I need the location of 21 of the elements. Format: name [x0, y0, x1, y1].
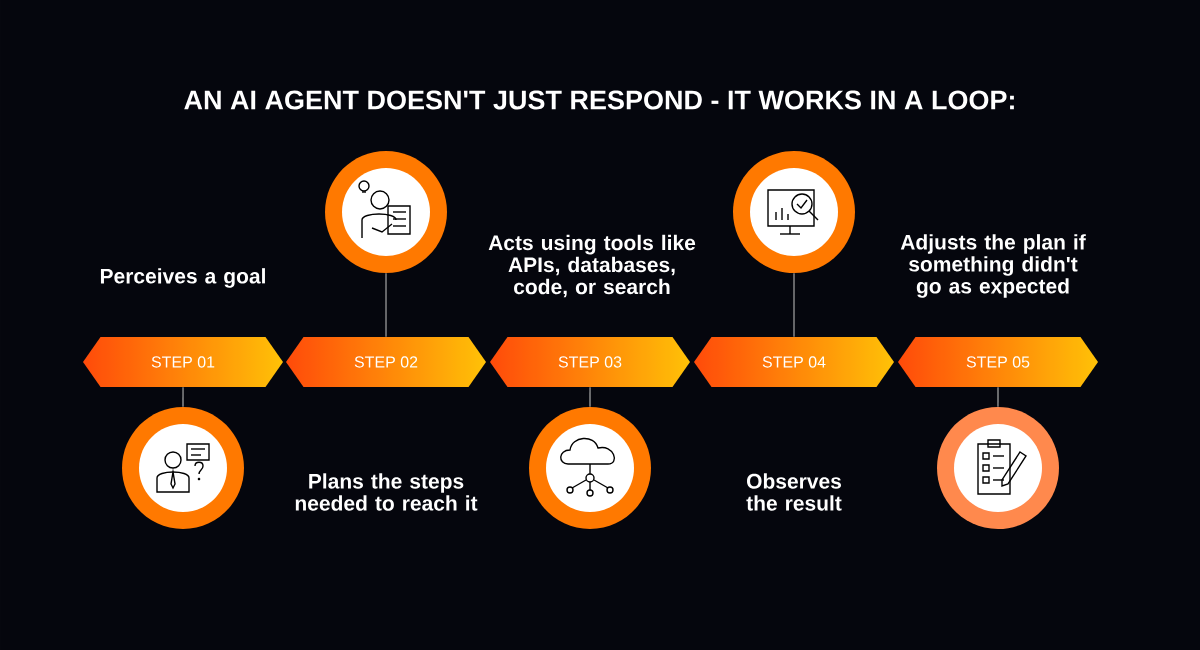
step-description: Perceives a goal [100, 268, 265, 288]
step-chevron: STEP 02 [354, 356, 418, 368]
connector-line [182, 386, 184, 408]
title: AN AI AGENT DOESN'T JUST RESPOND - IT WORKS IN A LOOP: [184, 90, 1014, 110]
step-chevron: STEP 01 [151, 356, 215, 368]
connector-line [997, 386, 999, 408]
step-chevron: STEP 03 [558, 356, 622, 368]
icon-circle [529, 407, 651, 529]
icon-circle [325, 151, 447, 273]
icon-circle [122, 407, 244, 529]
icon-circle [937, 407, 1059, 529]
step-chevron: STEP 04 [762, 356, 826, 368]
connector-line [385, 272, 387, 338]
step-description: Plans the steps needed to reach it [295, 473, 478, 511]
step-chevron: STEP 05 [966, 356, 1030, 368]
connector-line [793, 272, 795, 338]
step-description: Observes the result [746, 473, 842, 511]
connector-line [589, 386, 591, 408]
step-description: Adjusts the plan if something didn't go as expected [900, 234, 1086, 298]
step-description: Acts using tools like APIs, databases, code, or search [488, 234, 696, 298]
icon-circle [733, 151, 855, 273]
